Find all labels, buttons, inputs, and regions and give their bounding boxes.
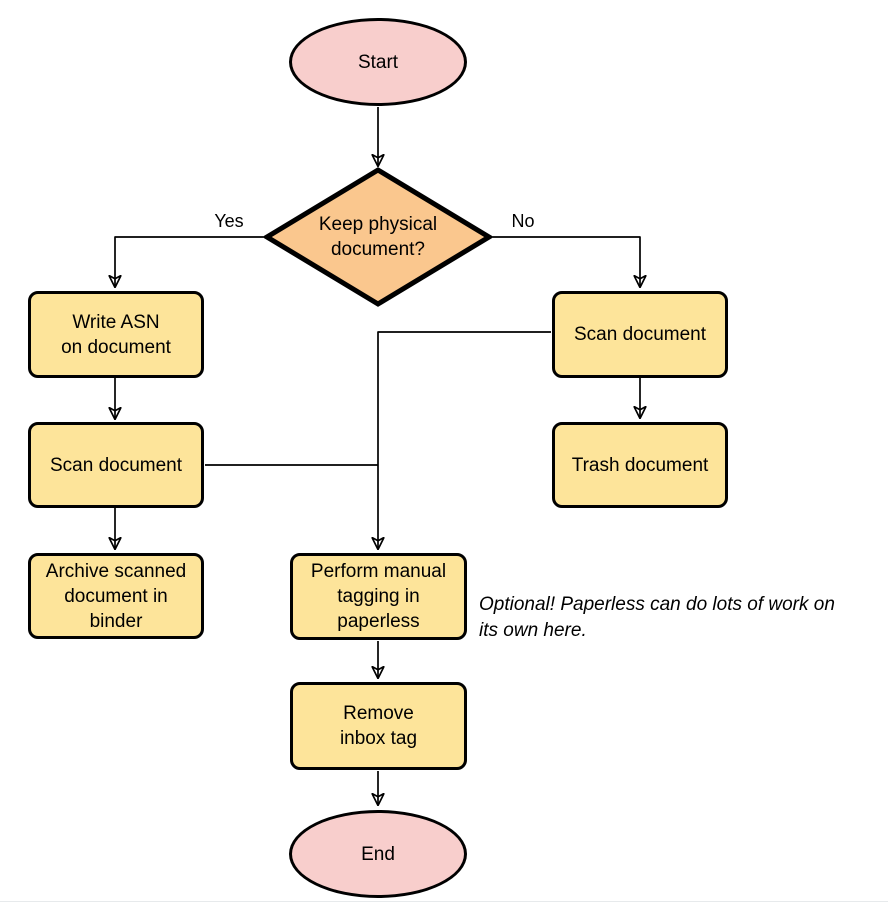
start-node: Start bbox=[289, 18, 467, 106]
scan-document-left-label: Scan document bbox=[49, 454, 183, 476]
edge-scanright-to-tagging bbox=[378, 331, 551, 549]
archive-binder-node: Archive scanned document in binder bbox=[28, 553, 204, 639]
edge-decision-no bbox=[491, 236, 640, 287]
start-label: Start bbox=[357, 51, 399, 73]
remove-inbox-tag-label: Remove inbox tag bbox=[339, 703, 418, 749]
trash-document-node: Trash document bbox=[552, 422, 728, 508]
scan-document-right-label: Scan document bbox=[573, 324, 707, 345]
optional-annotation: Optional! Paperless can do lots of work … bbox=[479, 594, 835, 641]
diamond-shape bbox=[264, 167, 492, 307]
manual-tagging-label: Perform manual tagging in paperless bbox=[310, 561, 447, 632]
decision-node: Keep physical document? bbox=[264, 167, 492, 307]
trash-document-label: Trash document bbox=[571, 454, 709, 476]
manual-tagging-node: Perform manual tagging in paperless bbox=[290, 553, 467, 640]
write-asn-node: Write ASN on document bbox=[28, 291, 204, 378]
page-bottom-divider bbox=[0, 901, 888, 903]
edge-decision-yes bbox=[115, 236, 265, 287]
scan-document-right-node: Scan document bbox=[552, 291, 728, 378]
archive-binder-label: Archive scanned document in binder bbox=[45, 560, 187, 632]
scan-document-left-node: Scan document bbox=[28, 422, 204, 508]
write-asn-label: Write ASN on document bbox=[61, 311, 171, 358]
yes-edge-label: Yes bbox=[214, 211, 244, 231]
no-edge-label: No bbox=[511, 211, 535, 231]
end-label: End bbox=[361, 843, 395, 865]
decision-label: Keep physical document? bbox=[318, 214, 438, 260]
remove-inbox-tag-node: Remove inbox tag bbox=[290, 682, 467, 770]
end-node: End bbox=[289, 810, 467, 898]
